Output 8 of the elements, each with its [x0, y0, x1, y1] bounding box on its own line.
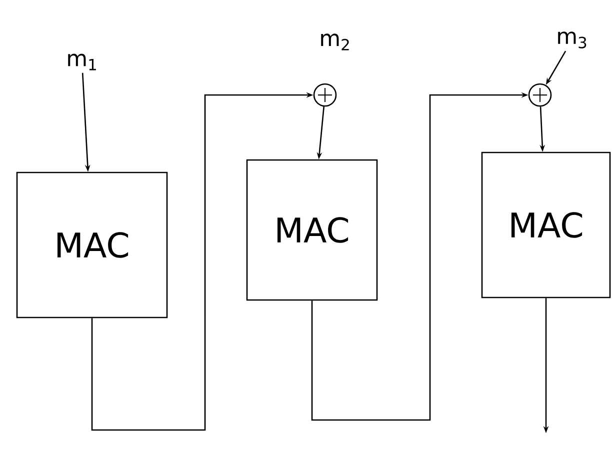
message-label: m$_{3}$ [558, 32, 586, 48]
message-label: m$_{2}$ [321, 34, 349, 50]
mac-box: MAC [481, 152, 611, 298]
mac-box: MAC [16, 172, 168, 318]
xor-symbol [528, 83, 552, 107]
mac-box: MAC [246, 159, 378, 301]
xor-symbol [313, 83, 337, 107]
message-label: m$_{1}$ [68, 54, 96, 70]
